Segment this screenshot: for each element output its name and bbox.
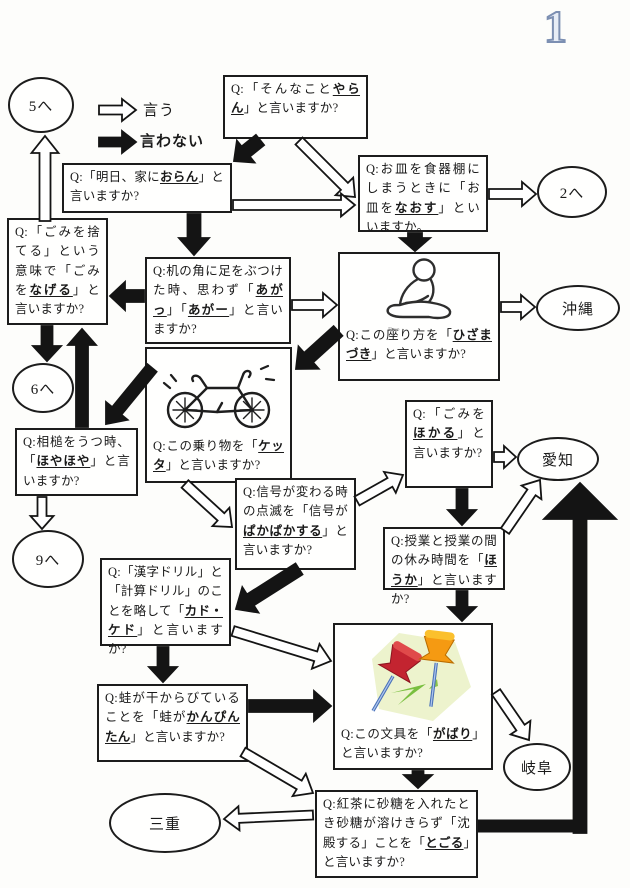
terminal-label: 三重 — [148, 816, 181, 833]
clipart-watermark: Reo — [388, 326, 400, 333]
question-box-q_kado: Q:「漢字ドリル」と「計算ドリル」のことを略して「カド・ケド」と言いますか? — [100, 558, 231, 656]
terminal-mie: 三重 — [109, 793, 221, 853]
terminal-label: 愛知 — [541, 452, 574, 469]
legend-say-label: 言う — [143, 103, 176, 119]
question-text: Q:信号が変わる時の点滅を「信号がぱかぱかする」と言いますか? — [243, 485, 349, 557]
legend-not-say-label: 言わない — [140, 134, 205, 150]
question-text: Q:相槌をうつ時、「ほやほや」と言いますか? — [23, 435, 130, 488]
question-text: Q:お皿を食器棚にしまうときに「お皿をなおす」といいますか。 — [366, 162, 480, 234]
question-text: Q:この文具を「がばり」と言いますか? — [341, 727, 485, 761]
question-box-q_houka: Q:授業と授業の間の休み時間を「ほうか」と言いますか? — [383, 527, 505, 606]
question-box-q_agaa: Q:机の角に足をぶつけた時、思わず「あがっ」「あがー」と言いますか? — [145, 257, 291, 344]
terminal-label: 6へ — [30, 381, 56, 398]
question-text: Q:授業と授業の間の休み時間を「ほうか」と言いますか? — [391, 534, 497, 606]
question-box-q_oran: Q:「明日、家におらん」と言いますか? — [62, 163, 232, 213]
question-text: Q:「ごみを捨てる」という意味で「ごみをなげる」と言いますか? — [15, 225, 101, 316]
question-text: Q:「ごみをほかる」と言いますか? — [413, 407, 485, 460]
question-box-q_gabari: Q:この文具を「がばり」と言いますか? — [333, 623, 493, 770]
bicycle-image — [154, 353, 284, 435]
terminal-gifu: 岐阜 — [503, 743, 571, 791]
terminal-t5: 5へ — [8, 77, 74, 133]
question-box-q_togoru: Q:紅茶に砂糖を入れたとき砂糖が溶けきらず「沈殿する」ことを「とごる」と言います… — [315, 790, 478, 878]
question-box-q_yaran: Q:「そんなことやらん」と言いますか? — [223, 75, 368, 139]
question-box-q_nageru: Q:「ごみを捨てる」という意味で「ごみをなげる」と言いますか? — [7, 218, 108, 325]
question-box-q_pakapaka: Q:信号が変わる時の点滅を「信号がぱかぱかする」と言いますか? — [235, 478, 356, 570]
terminal-label: 2へ — [559, 185, 585, 202]
question-text: Q:「漢字ドリル」と「計算ドリル」のことを略して「カド・ケド」と言いますか? — [108, 565, 223, 656]
question-text: Q:「そんなことやらん」と言いますか? — [231, 82, 360, 116]
question-text: Q:机の角に足をぶつけた時、思わず「あがっ」「あがー」と言いますか? — [153, 264, 284, 336]
sitting-person-image — [373, 258, 465, 324]
terminal-label: 沖縄 — [561, 301, 594, 318]
question-box-q_hoyahoya: Q:相槌をうつ時、「ほやほや」と言いますか? — [15, 428, 138, 496]
question-text: Q:蛙が干からびていることを「蛙がかんぴんたん」と言いますか? — [105, 691, 240, 744]
page-number: 1 — [543, 0, 568, 53]
pushpins-image — [341, 629, 493, 723]
terminal-t6: 6へ — [12, 363, 74, 413]
question-text: Q:この乗り物を「ケッタ」と言いますか? — [153, 439, 284, 473]
terminal-t9: 9へ — [12, 530, 84, 588]
terminal-t2: 2へ — [537, 166, 607, 218]
question-box-q_ketta: Q:この乗り物を「ケッタ」と言いますか? — [145, 347, 292, 483]
terminal-aichi: 愛知 — [517, 437, 599, 481]
terminal-okinawa: 沖縄 — [536, 285, 620, 331]
question-text: Q:紅茶に砂糖を入れたとき砂糖が溶けきらず「沈殿する」ことを「とごる」と言います… — [323, 797, 470, 869]
question-text: Q:「明日、家におらん」と言いますか? — [70, 170, 224, 204]
question-box-q_naosu: Q:お皿を食器棚にしまうときに「お皿をなおす」といいますか。 — [358, 155, 488, 234]
terminal-label: 岐阜 — [520, 760, 553, 777]
terminal-label: 5へ — [28, 98, 54, 115]
question-box-q_hokaru: Q:「ごみをほかる」と言いますか? — [405, 400, 493, 488]
question-text: Q:この座り方を「ひざまづき」と言いますか? — [346, 328, 492, 362]
question-box-q_kanpintan: Q:蛙が干からびていることを「蛙がかんぴんたん」と言いますか? — [97, 684, 248, 762]
terminal-label: 9へ — [35, 552, 61, 569]
